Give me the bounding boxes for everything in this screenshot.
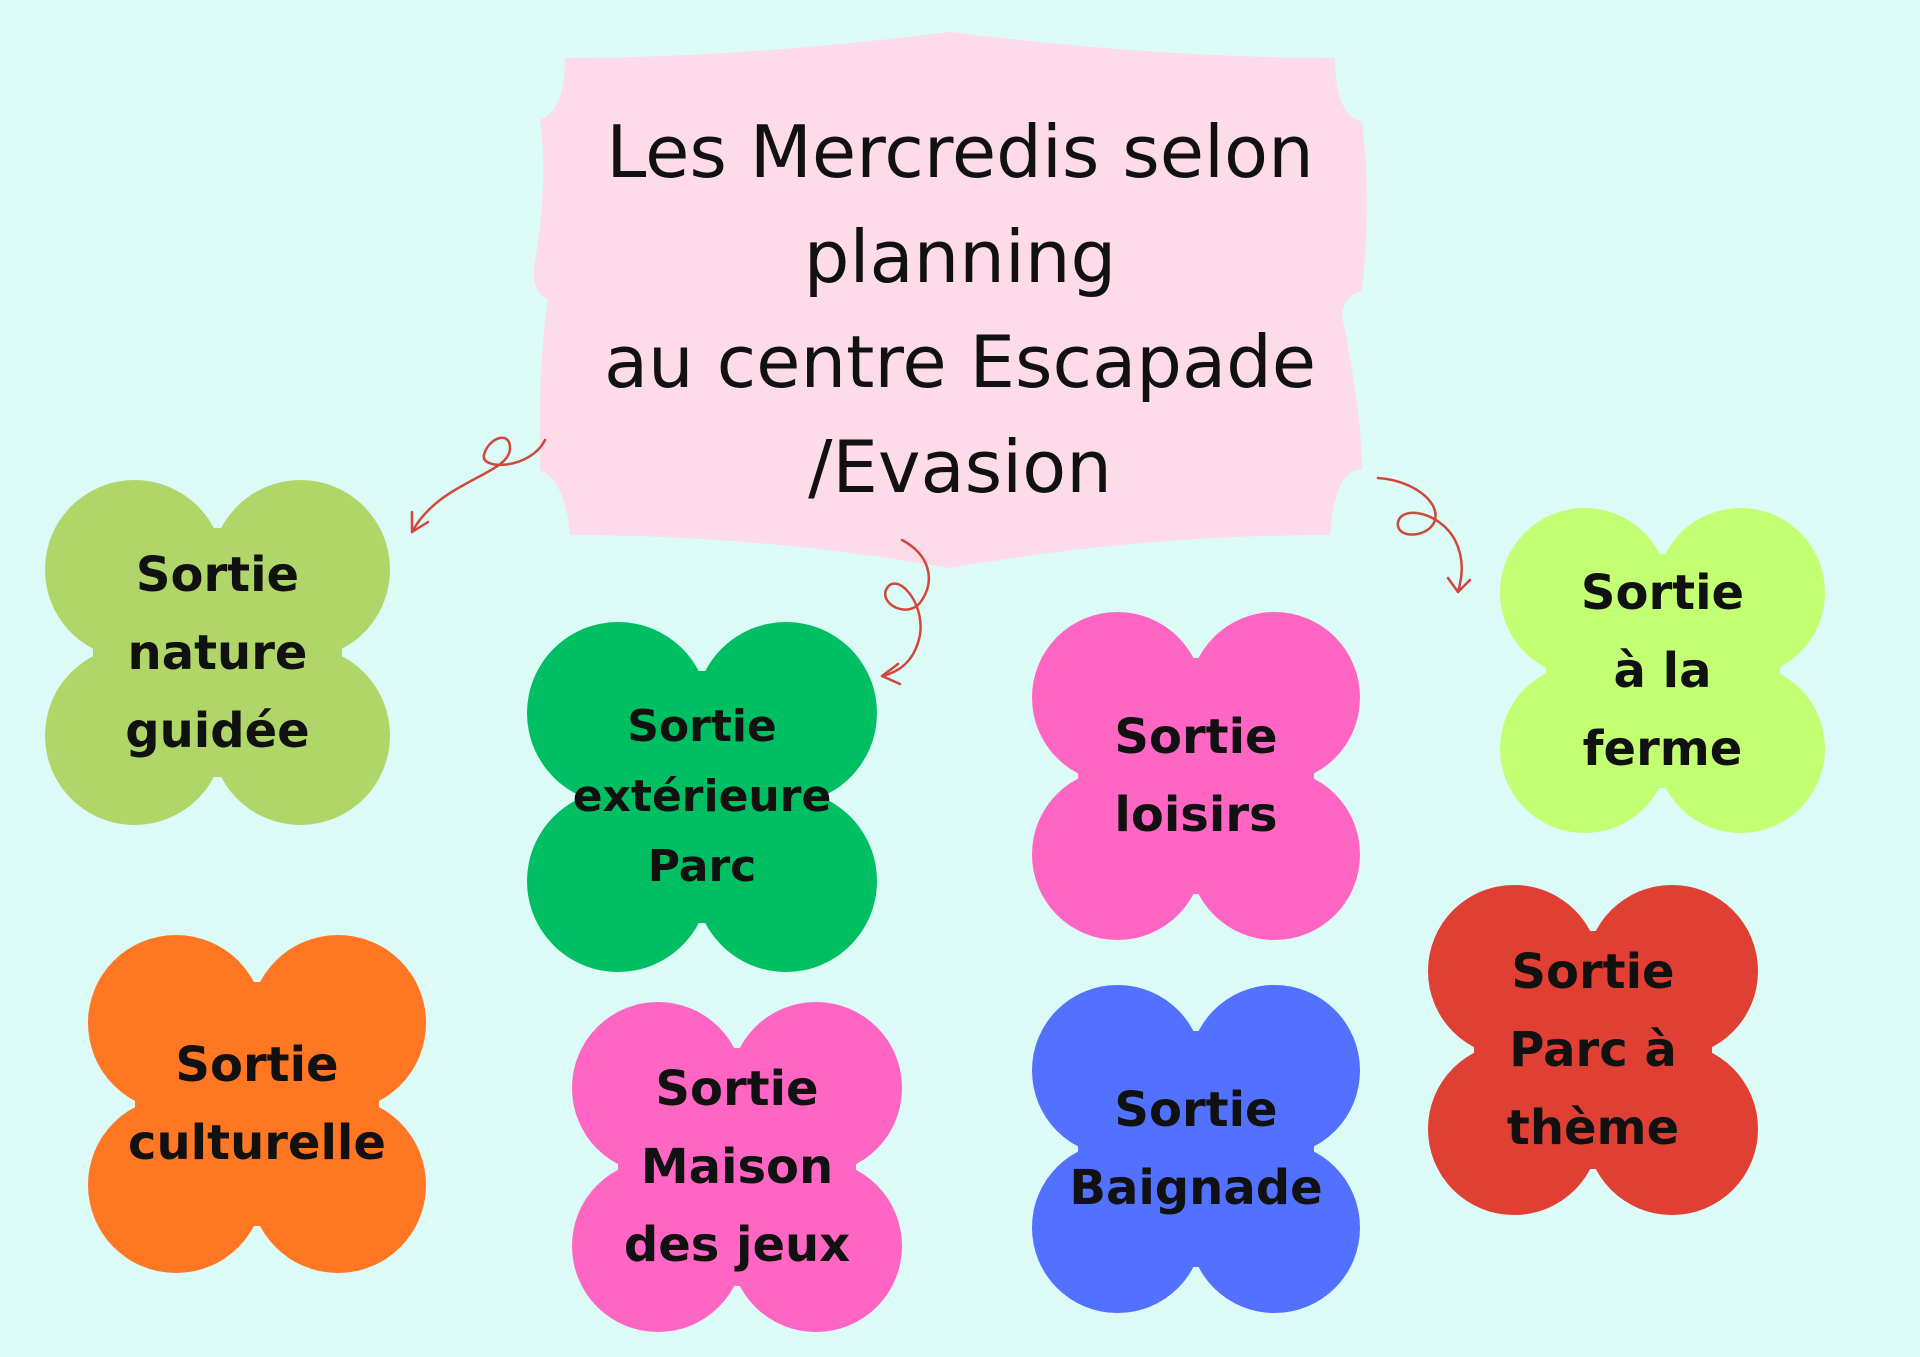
node-label: Sortie Maison des jeux [572,1002,902,1332]
node-label-line: ferme [1582,720,1743,777]
node-label-line: Baignade [1069,1160,1323,1216]
node-sortie-baignade: Sortie Baignade [1032,985,1360,1313]
petal-core [618,1048,856,1286]
node-label: Sortie nature guidée [45,480,390,825]
petal-core [1474,931,1712,1169]
node-label-line: guidée [125,702,310,759]
petal-core [93,528,342,777]
title-line: au centre Escapade [603,320,1317,404]
node-label-line: nature [127,624,308,681]
node-label: Sortie culturelle [88,935,426,1273]
title-line: Les Mercredis selon [606,110,1314,194]
node-label-line: loisirs [1114,787,1278,843]
node-label-line: Maison [640,1139,834,1195]
node-label-line: Parc [647,841,757,892]
node-label-line: Sortie [627,701,777,752]
node-label: Sortie Baignade [1032,985,1360,1313]
node-label: Sortie loisirs [1032,612,1360,940]
node-label-line: Sortie [1114,1082,1278,1138]
petal-core [1077,1030,1315,1268]
node-label-line: Sortie [135,546,300,603]
title-line: /Evasion [808,425,1112,509]
node-sortie-a-la-ferme: Sortie à la ferme [1500,508,1825,833]
petal-core [135,982,379,1226]
node-label-line: des jeux [623,1217,851,1273]
petal-core [576,671,828,923]
title-line: planning [803,215,1117,299]
petal-core [1077,657,1315,895]
node-sortie-parc-a-theme: Sortie Parc à thème [1428,885,1758,1215]
node-sortie-maison-des-jeux: Sortie Maison des jeux [572,1002,902,1332]
node-label-line: Sortie [1580,564,1745,621]
node-label: Sortie à la ferme [1500,508,1825,833]
node-label: Sortie extérieure Parc [527,622,877,972]
petal-core [1545,553,1780,788]
node-label-line: Sortie [655,1061,819,1117]
node-label-line: Sortie [1114,709,1278,765]
node-label-line: à la [1613,642,1712,699]
node-label-line: Sortie [1511,944,1675,1000]
node-label-line: Parc à [1509,1022,1677,1078]
node-sortie-nature-guidee: Sortie nature guidée [45,480,390,825]
node-sortie-loisirs: Sortie loisirs [1032,612,1360,940]
node-label-line: Sortie [175,1037,339,1093]
node-sortie-culturelle: Sortie culturelle [88,935,426,1273]
node-label: Sortie Parc à thème [1428,885,1758,1215]
node-label-line: thème [1506,1100,1680,1156]
node-label-line: culturelle [128,1115,386,1171]
diagram-title: Les Mercredis selon planning au centre E… [560,100,1360,520]
title-frame-shape [533,32,1367,568]
node-label-line: extérieure [572,771,832,822]
node-sortie-exterieure-parc: Sortie extérieure Parc [527,622,877,972]
